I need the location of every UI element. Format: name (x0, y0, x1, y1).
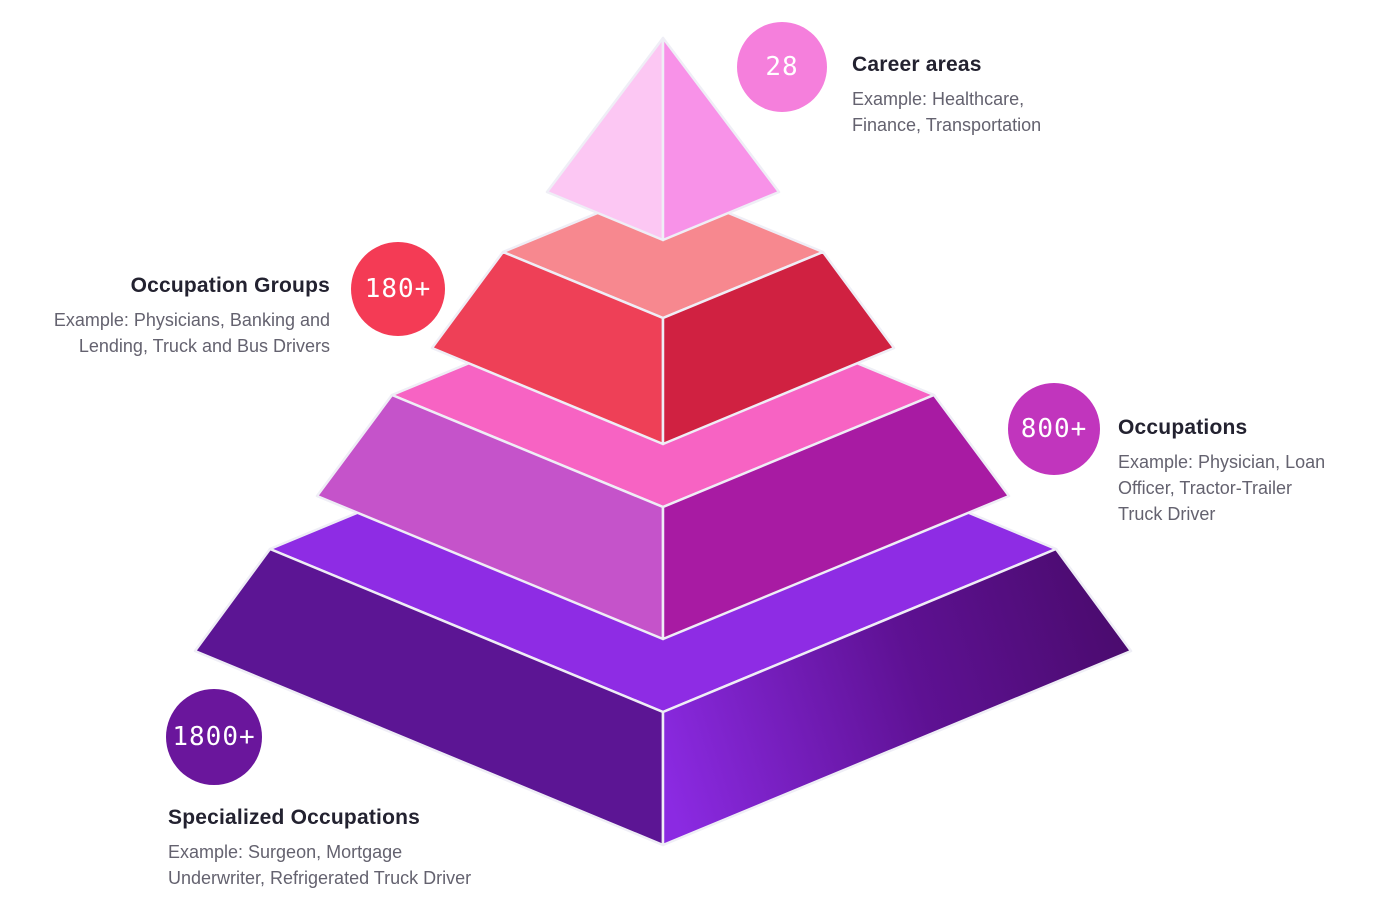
tier2-right-face (661, 250, 896, 446)
tier1-left-face (545, 36, 665, 242)
label-occupation-groups-title: Occupation Groups (130, 274, 330, 297)
example-line: Finance, Transportation (852, 115, 1042, 135)
label-occupations-example: Example: Physician, Loan Officer, Tracto… (1118, 449, 1358, 527)
label-specialized-occupations: Specialized Occupations Example: Surgeon… (168, 806, 488, 891)
label-occupations: Occupations Example: Physician, Loan Off… (1118, 416, 1358, 527)
label-specialized-occupations-example: Example: Surgeon, Mortgage Underwriter, … (168, 839, 488, 891)
badge-specialized-occupations-value: 1800+ (172, 722, 256, 752)
example-line: Truck Driver (1118, 504, 1216, 524)
tier3-right-face (661, 393, 1011, 641)
badge-occupation-groups-value: 180+ (364, 274, 432, 304)
example-line: Example: Physician, Loan (1118, 452, 1326, 472)
tier-career-areas (545, 36, 781, 242)
label-career-areas-example: Example: Healthcare, Finance, Transporta… (852, 86, 1112, 138)
example-line: Example: Physicians, Banking and (53, 310, 330, 330)
example-line: Officer, Tractor-Trailer (1118, 478, 1293, 498)
tier-occupation-groups (430, 184, 896, 446)
tier1-right-face (661, 36, 781, 242)
example-line: Example: Healthcare, (852, 89, 1025, 109)
badge-occupations: 800+ (1008, 383, 1100, 475)
label-occupations-title: Occupations (1118, 416, 1248, 439)
example-line: Example: Surgeon, Mortgage (168, 842, 403, 862)
example-line: Underwriter, Refrigerated Truck Driver (168, 868, 472, 888)
label-career-areas: Career areas Example: Healthcare, Financ… (852, 53, 1112, 138)
badge-specialized-occupations: 1800+ (166, 689, 262, 785)
label-occupation-groups: Occupation Groups Example: Physicians, B… (30, 274, 330, 359)
badge-occupations-value: 800+ (1020, 414, 1088, 444)
badge-career-areas: 28 (737, 22, 827, 112)
example-line: Lending, Truck and Bus Drivers (78, 336, 330, 356)
label-occupation-groups-example: Example: Physicians, Banking and Lending… (30, 307, 330, 359)
badge-career-areas-value: 28 (765, 52, 799, 82)
label-career-areas-title: Career areas (852, 53, 982, 76)
tier4-right-face (661, 547, 1133, 847)
label-specialized-occupations-title: Specialized Occupations (168, 806, 421, 829)
badge-occupation-groups: 180+ (351, 242, 445, 336)
